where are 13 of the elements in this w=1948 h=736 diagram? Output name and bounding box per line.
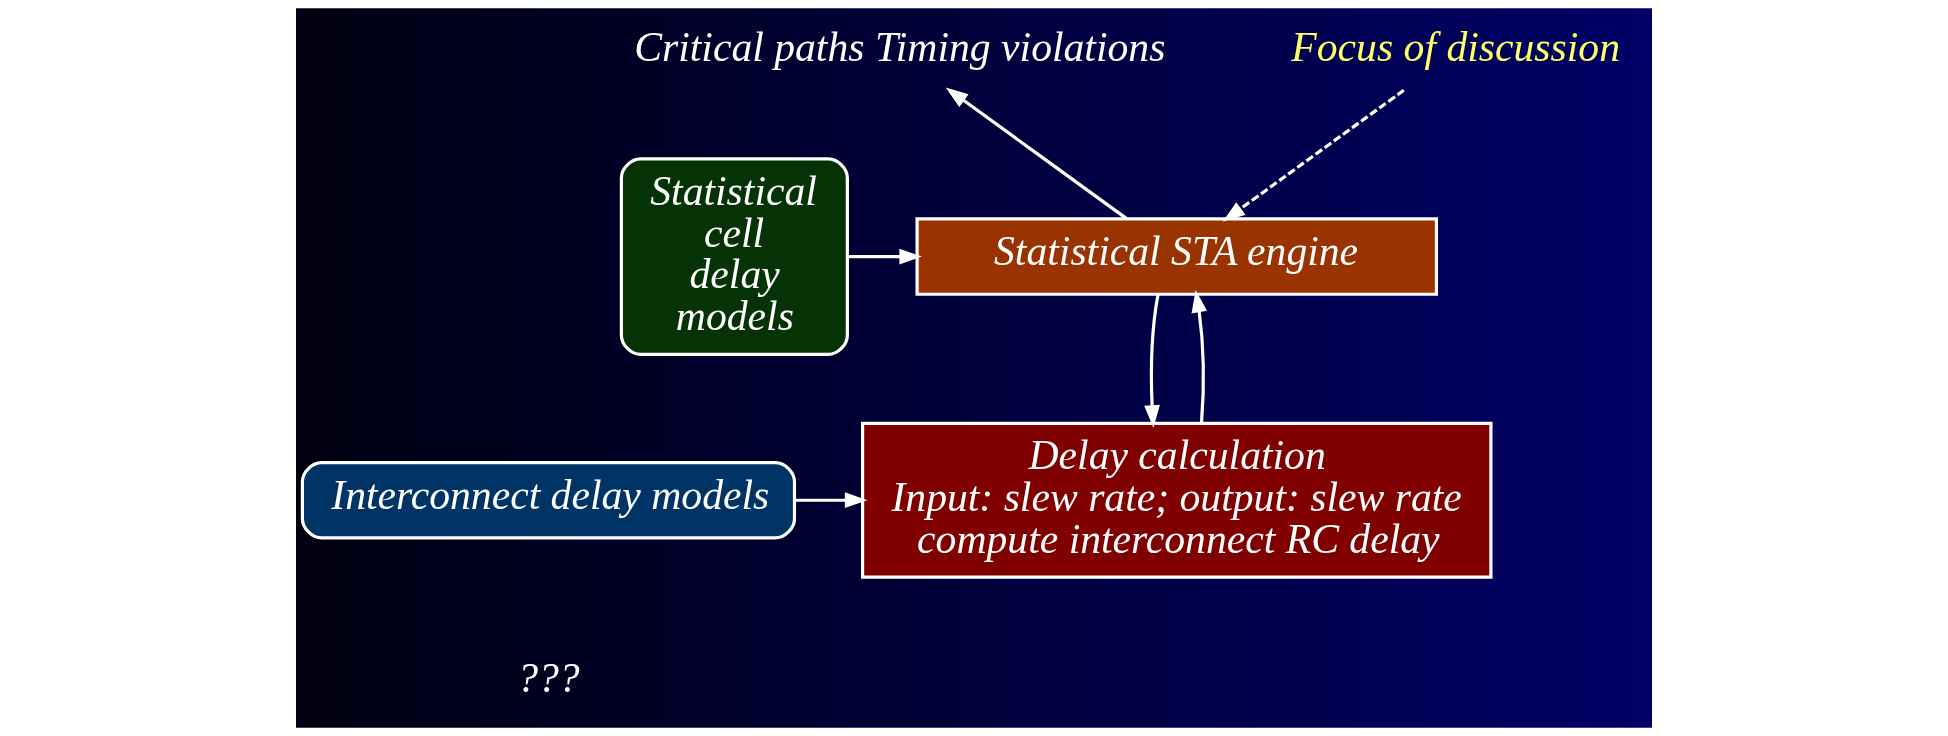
node-box: Interconnect delay models xyxy=(300,460,797,540)
arrow xyxy=(847,248,922,265)
label: ??? xyxy=(517,655,580,702)
arrow xyxy=(794,492,868,509)
arrow xyxy=(945,87,1128,221)
node-box: Statistical STA engine xyxy=(915,217,1439,296)
node-box: Delay calculation Input: slew rate; output: slew rate compute interconnect RC delay xyxy=(861,421,1493,579)
node-box: Statistical cell delay models xyxy=(619,157,849,356)
arrow xyxy=(1144,294,1160,428)
arrow xyxy=(1222,88,1405,222)
arrow xyxy=(1191,289,1208,423)
node-text: Focus of discussion xyxy=(1291,23,1620,70)
node-text: Critical paths Timing violations xyxy=(634,23,1166,70)
